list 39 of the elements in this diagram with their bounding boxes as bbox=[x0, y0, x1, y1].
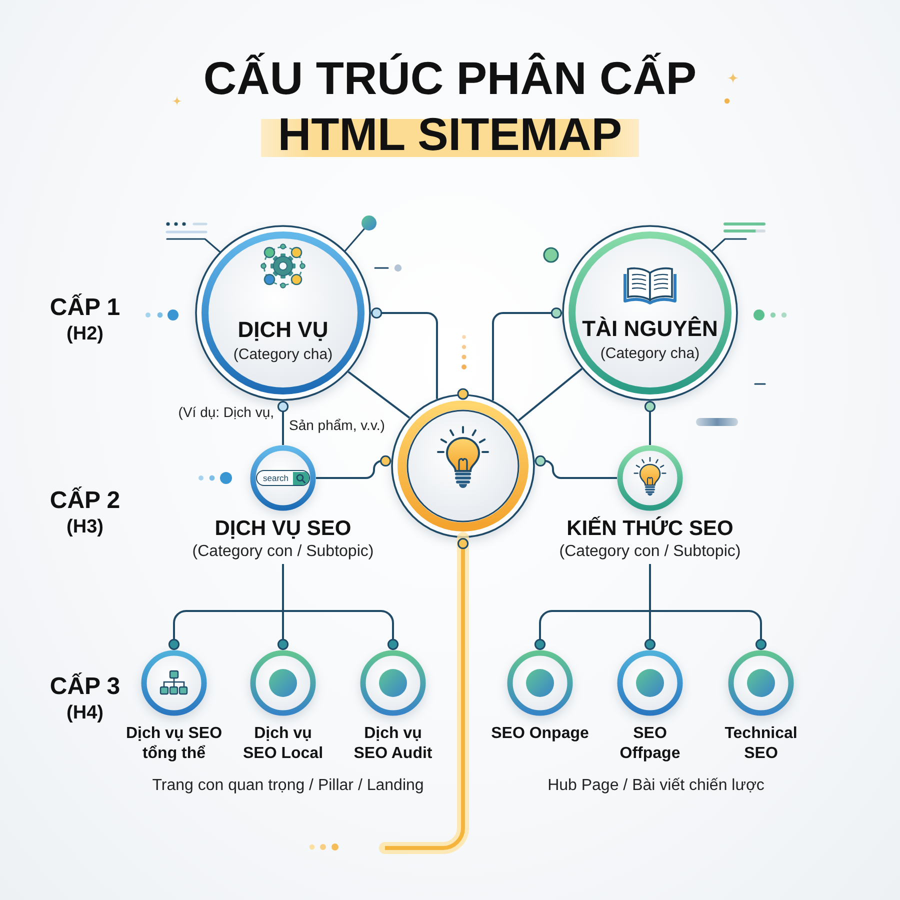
connector-line bbox=[316, 455, 392, 479]
group-caption: Hub Page / Bài viết chiến lược bbox=[548, 776, 764, 796]
topic-subtitle: (Category con / Subtopic) bbox=[192, 542, 374, 562]
connector-line bbox=[644, 564, 656, 650]
topic-title: KIẾN THỨC SEO bbox=[566, 516, 734, 541]
level-label: CẤP 1 bbox=[50, 294, 120, 322]
connector-line bbox=[168, 610, 282, 650]
page-label: SEO Onpage bbox=[490, 724, 590, 744]
level-label: CẤP 2 bbox=[50, 487, 120, 515]
page-label: Dịch vụ SEO Local bbox=[242, 724, 324, 764]
category-title: TÀI NGUYÊN bbox=[582, 315, 718, 343]
page-label: Dịch vụ SEO Audit bbox=[352, 724, 434, 764]
connector-line bbox=[277, 401, 289, 445]
category-subtitle: (Category cha) bbox=[233, 345, 333, 364]
topic-subtitle: (Category con / Subtopic) bbox=[559, 542, 741, 562]
placeholder-text: search bbox=[262, 473, 289, 483]
level-label: CẤP 3 bbox=[50, 673, 120, 701]
group-caption: Trang con quan trọng / Pillar / Landing bbox=[152, 776, 424, 796]
topic-title: DỊCH VỤ SEO bbox=[214, 516, 352, 541]
connector-line bbox=[518, 368, 583, 422]
connector-line bbox=[651, 610, 767, 650]
connector-line bbox=[284, 610, 399, 650]
connector-line bbox=[348, 371, 410, 419]
note-text: Sản phẩm, v.v.) bbox=[289, 416, 385, 434]
category-subtitle: (Category cha) bbox=[600, 344, 700, 363]
connector-line bbox=[277, 564, 289, 650]
connector-line bbox=[644, 401, 656, 445]
page-label: Dịch vụ SEO tổng thể bbox=[124, 724, 224, 764]
page-label: Technical SEO bbox=[724, 724, 798, 764]
category-title: DỊCH VỤ bbox=[238, 316, 328, 344]
connector-line bbox=[534, 455, 617, 479]
connector-line bbox=[371, 307, 438, 399]
page-label: SEO Offpage bbox=[618, 724, 682, 764]
note-text: (Ví dụ: Dịch vụ, bbox=[178, 403, 274, 421]
heading-tag: (H4) bbox=[66, 702, 104, 724]
heading-tag: (H2) bbox=[66, 322, 104, 346]
heading-tag: (H3) bbox=[66, 516, 104, 538]
connector-line bbox=[534, 610, 649, 650]
connector-line bbox=[492, 307, 562, 401]
